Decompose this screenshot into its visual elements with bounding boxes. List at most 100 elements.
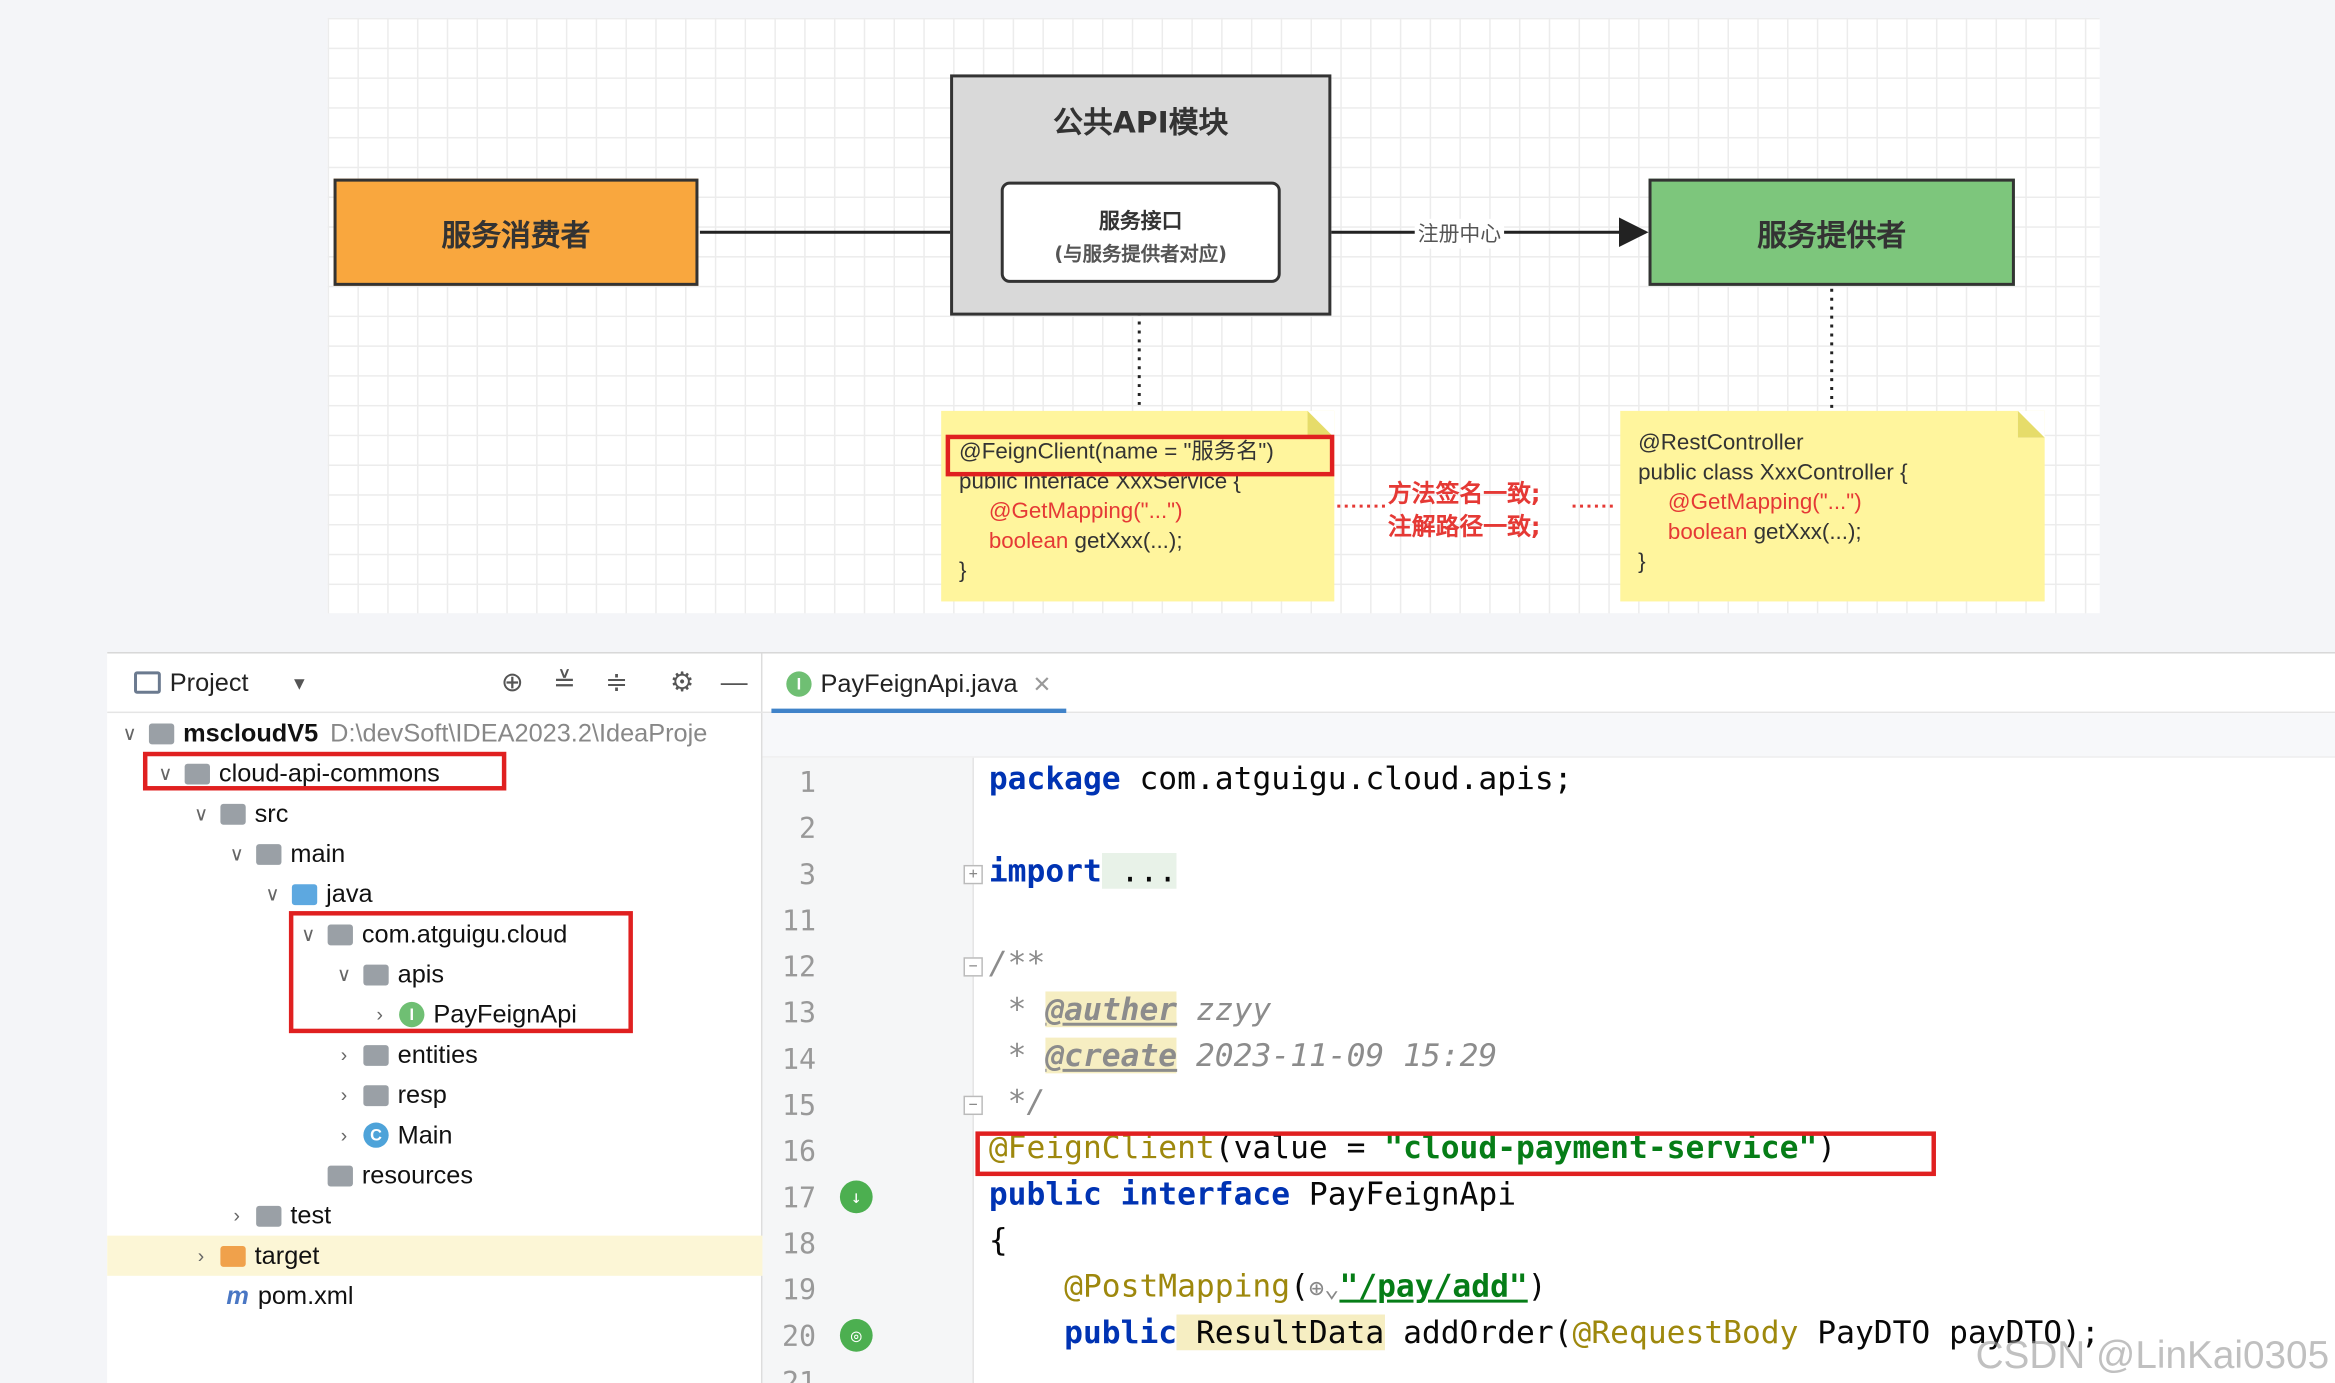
service-interface-title: 服务接口 (1099, 209, 1183, 234)
collapse-all-icon[interactable]: ≑ (605, 666, 628, 697)
chevron-down-icon[interactable]: ∨ (193, 801, 209, 824)
chevron-down-icon[interactable]: ∨ (229, 841, 244, 865)
line-number: 16 (781, 1135, 817, 1169)
tree-row-main-class[interactable]: › C Main (107, 1115, 762, 1155)
note-line: @GetMapping("...") (988, 498, 1183, 525)
code-line[interactable]: public ResultData addOrder(@RequestBody … (989, 1314, 2100, 1350)
tree-label: cloud-api-commons (218, 758, 440, 787)
package-highlight-box (288, 911, 633, 1034)
tree-row-test[interactable]: › test (107, 1195, 762, 1235)
chevron-down-icon[interactable]: ▼ (290, 672, 309, 694)
package-icon (363, 1084, 389, 1106)
tree-row-pom[interactable]: m pom.xml (107, 1276, 762, 1316)
chevron-down-icon[interactable]: ∨ (265, 882, 280, 905)
line-number: 17 (781, 1182, 817, 1215)
class-icon: C (363, 1122, 389, 1148)
fold-toggle-icon[interactable]: + (963, 864, 983, 885)
tree-row-package[interactable]: ∨ com.atguigu.cloud (107, 914, 762, 954)
maven-icon: m (226, 1281, 249, 1310)
code-line[interactable]: package com.atguigu.cloud.apis; (989, 761, 1573, 797)
chevron-down-icon[interactable]: ∨ (336, 962, 352, 985)
chevron-down-icon[interactable]: ∨ (122, 721, 137, 744)
implementations-gutter-icon[interactable]: ↓ (839, 1180, 873, 1214)
chevron-right-icon[interactable]: › (233, 1204, 241, 1227)
chevron-right-icon[interactable]: › (376, 1003, 383, 1026)
code-line[interactable]: * @create 2023-11-09 15:29 (988, 1037, 1497, 1074)
code-line[interactable]: /** (988, 945, 1046, 982)
line-number: 20 (781, 1320, 817, 1354)
tree-row-commons[interactable]: ∨ cloud-api-commons (107, 753, 762, 793)
source-folder-icon (291, 883, 318, 905)
tree-row-apis[interactable]: ∨ apis (107, 954, 762, 994)
line-number: 21 (771, 1367, 816, 1383)
code-line[interactable]: import ... (989, 853, 1178, 889)
chevron-right-icon[interactable]: › (197, 1244, 205, 1267)
code-line[interactable]: @FeignClient(value = "cloud-payment-serv… (989, 1130, 1836, 1166)
code-line[interactable]: @PostMapping(⊕⌄"/pay/add") (988, 1268, 1547, 1305)
tree-row-payfeignapi[interactable]: › I PayFeignApi (107, 994, 762, 1034)
fold-toggle-icon[interactable]: − (963, 1095, 983, 1116)
tree-row-entities[interactable]: › entities (107, 1035, 762, 1075)
code-text: * (988, 1037, 1046, 1074)
code-annotation: @PostMapping (988, 1268, 1291, 1305)
module-folder-icon (148, 722, 175, 744)
tree-row-root[interactable]: ∨ mscloudV5 D:\devSoft\IDEA2023.2\IdeaPr… (107, 713, 762, 753)
note-line: @RestController (1638, 430, 1804, 456)
code-annotation: @FeignClient (988, 1129, 1215, 1166)
project-view-icon (134, 671, 161, 694)
line-number: 2 (799, 812, 817, 846)
chevron-right-icon[interactable]: › (340, 1043, 348, 1066)
code-line[interactable]: public interface PayFeignApi (989, 1176, 1516, 1212)
excluded-folder-icon (220, 1245, 246, 1267)
tree-row-java[interactable]: ∨ java (107, 874, 762, 914)
interface-icon: I (399, 1001, 425, 1028)
code-line[interactable]: * @auther zzyy (989, 991, 1271, 1028)
tree-label: test (290, 1200, 332, 1229)
tree-label: resources (361, 1160, 474, 1189)
globe-icon[interactable]: ⊕⌄ (1308, 1274, 1340, 1305)
tree-label: PayFeignApi (433, 999, 577, 1028)
gear-icon[interactable]: ⚙ (670, 666, 695, 697)
chevron-right-icon[interactable]: › (340, 1123, 348, 1147)
tab-payfeignapi[interactable]: I PayFeignApi.java ✕ (771, 659, 1067, 714)
code-text: ) (1527, 1268, 1547, 1305)
code-line[interactable]: { (988, 1222, 1008, 1258)
chevron-right-icon[interactable]: › (340, 1083, 348, 1107)
tree-path: D:\devSoft\IDEA2023.2\IdeaProje (330, 718, 708, 747)
expand-all-icon[interactable]: ≚ (553, 666, 576, 697)
code-line[interactable]: */ (988, 1083, 1046, 1120)
close-icon[interactable]: ✕ (1032, 672, 1052, 698)
tree-label: mscloudV5 (183, 718, 319, 747)
folder-icon (220, 803, 246, 824)
javadoc-tag: @auther (1045, 991, 1178, 1028)
project-view-selector[interactable]: Project (169, 668, 249, 697)
watermark: CSDN @LinKai0305 (1975, 1332, 2330, 1378)
note-fold-corner (1307, 410, 1335, 438)
chevron-down-icon[interactable]: ∨ (301, 922, 316, 945)
code-text: (value = (1214, 1129, 1385, 1166)
tree-row-resp[interactable]: › resp (107, 1075, 762, 1115)
tab-label: PayFeignApi.java (820, 669, 1018, 698)
line-number: 15 (781, 1089, 817, 1123)
note-line: @FeignClient(name = "服务名") (959, 439, 1274, 465)
project-tool-window: Project ▼ ⊕ ≚ ≑ ⚙ — ∨ mscloudV5 D:\devSo… (107, 653, 763, 1383)
line-number: 18 (781, 1228, 817, 1261)
folder-icon (256, 843, 282, 865)
tree-row-src[interactable]: ∨ src (107, 793, 762, 833)
code-keyword: package (988, 760, 1121, 797)
locate-file-icon[interactable]: ⊕ (501, 666, 524, 697)
line-number: 13 (781, 997, 817, 1031)
feign-interface-note: @FeignClient(name = "服务名") public interf… (941, 410, 1335, 602)
web-endpoint-gutter-icon[interactable]: ◎ (839, 1318, 873, 1352)
chevron-down-icon[interactable]: ∨ (158, 761, 173, 784)
note-line: @GetMapping("...") (1667, 489, 1862, 516)
package-icon (327, 923, 353, 945)
tree-row-target[interactable]: › target (107, 1235, 763, 1276)
note-fold-corner (2017, 410, 2045, 438)
minimize-icon[interactable]: — (720, 666, 748, 697)
tree-row-resources[interactable]: resources (107, 1155, 762, 1195)
public-api-module-box: 公共API模块 服务接口 (与服务提供者对应) (950, 74, 1332, 316)
tree-row-main[interactable]: ∨ main (107, 834, 762, 874)
fold-toggle-icon[interactable]: − (963, 957, 983, 977)
code-folded-imports[interactable]: ... (1101, 853, 1178, 889)
